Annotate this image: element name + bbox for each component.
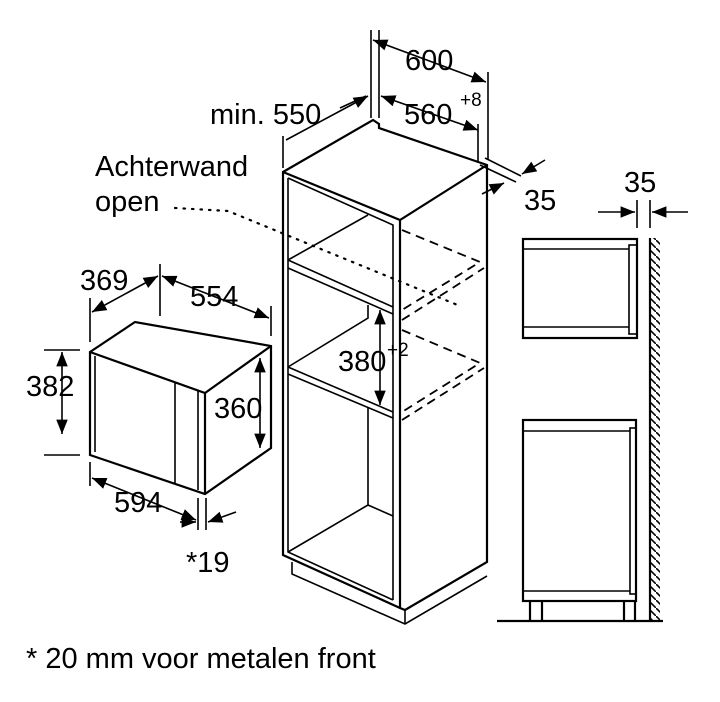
label-achterwand: Achterwand (95, 151, 248, 183)
dim-380-tolerance: +2 (387, 340, 409, 361)
dim-380: 380 (338, 346, 386, 378)
dim-600: 600 (405, 45, 453, 77)
dim-382: 382 (26, 371, 74, 403)
dim-35-wall: 35 (624, 167, 656, 199)
dim-35-back: 35 (524, 185, 556, 217)
microwave-dimensions: 369 554 382 360 594 *19 (26, 264, 272, 579)
microwave-drawing (88, 320, 273, 496)
dim-560: 560 (404, 99, 452, 131)
dim-594: 594 (114, 487, 162, 519)
footnote: * 20 mm voor metalen front (26, 643, 376, 675)
tall-cabinet-drawing (173, 118, 489, 625)
dim-min-550: min. 550 (210, 99, 321, 131)
dim-360: 360 (214, 393, 262, 425)
dim-369: 369 (80, 265, 128, 297)
side-view-drawing (497, 237, 663, 623)
tall-cabinet-dimensions: 600 min. 550 560 +8 35 Achterwand open 3… (95, 30, 556, 405)
wall-hatch (651, 238, 660, 621)
side-view-dimensions: 35 (598, 167, 688, 228)
dim-554: 554 (190, 281, 238, 313)
label-open: open (95, 186, 160, 218)
dim-560-tolerance: +8 (460, 90, 482, 111)
dim-19: *19 (186, 547, 230, 579)
